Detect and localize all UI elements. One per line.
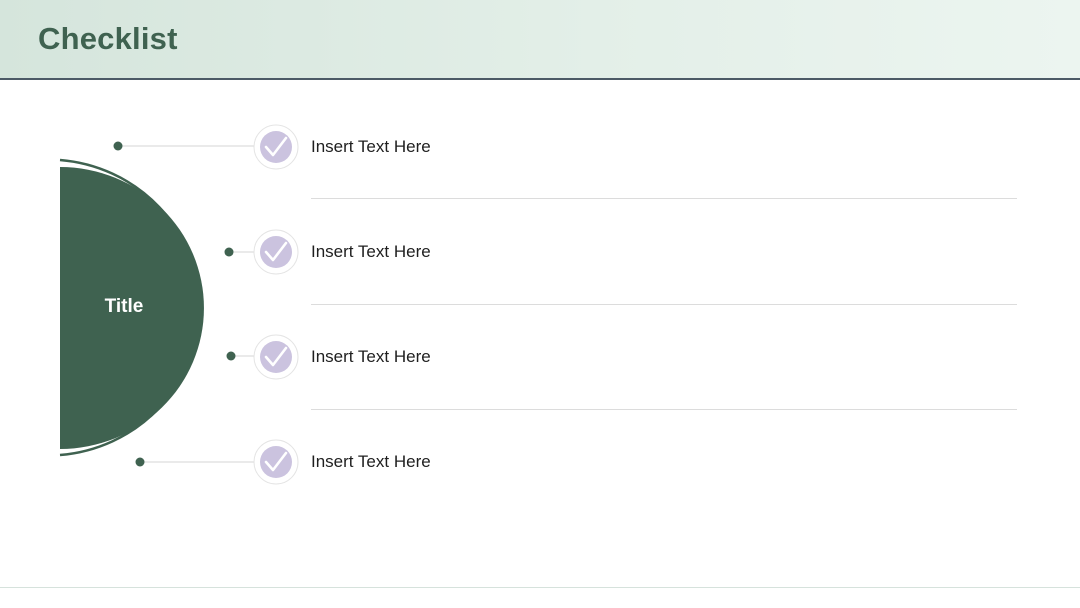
half-circle-fill (60, 167, 204, 449)
connector-dot-3 (226, 351, 236, 361)
connector-dot-1 (113, 141, 123, 151)
connector-dot-2 (224, 247, 234, 257)
footer-divider (0, 587, 1080, 588)
checkmark-icon-3 (253, 334, 299, 380)
connector-dot-4 (135, 457, 145, 467)
checkmark-icon-1 (253, 124, 299, 170)
checklist-item-4: Insert Text Here (311, 452, 431, 471)
checklist-item-3: Insert Text Here (311, 347, 431, 366)
center-title: Title (104, 296, 144, 317)
checklist-item-2: Insert Text Here (311, 242, 431, 261)
slide-header: Checklist (0, 0, 1080, 80)
checkmark-icon-4 (253, 439, 299, 485)
checklist-item-1: Insert Text Here (311, 137, 431, 156)
checkmark-icon-2 (253, 229, 299, 275)
page-title: Checklist (38, 21, 178, 56)
